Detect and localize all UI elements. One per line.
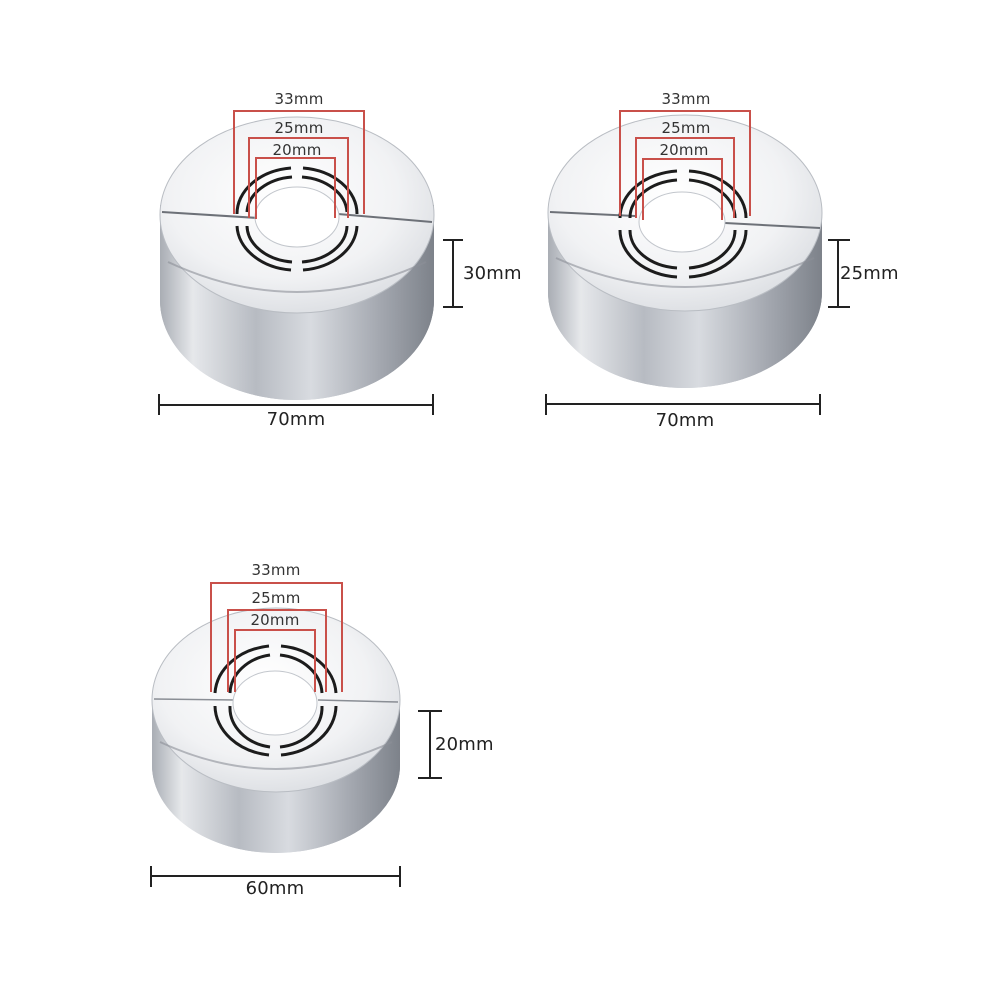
hole-size-20mm-label: 20mm [659, 141, 709, 159]
width-label: 70mm [655, 410, 715, 431]
height-label: 30mm [463, 263, 522, 284]
width-label: 70mm [266, 409, 326, 430]
hole-size-33mm-label: 33mm [661, 90, 711, 108]
pipe-cover-2 [545, 110, 850, 415]
hole-size-33mm-label: 33mm [274, 90, 324, 108]
pipe-cover-1 [158, 110, 463, 415]
height-label: 25mm [840, 263, 899, 284]
hole-size-20mm-label: 20mm [250, 611, 300, 629]
hole-size-33mm-label: 33mm [251, 561, 301, 579]
height-label: 20mm [435, 734, 494, 755]
hole-size-25mm-label: 25mm [251, 589, 301, 607]
hole-size-20mm-label: 20mm [272, 141, 322, 159]
pipe-cover-3 [150, 582, 442, 887]
hole-size-25mm-label: 25mm [274, 119, 324, 137]
hole-size-25mm-label: 25mm [661, 119, 711, 137]
width-label: 60mm [245, 878, 305, 899]
